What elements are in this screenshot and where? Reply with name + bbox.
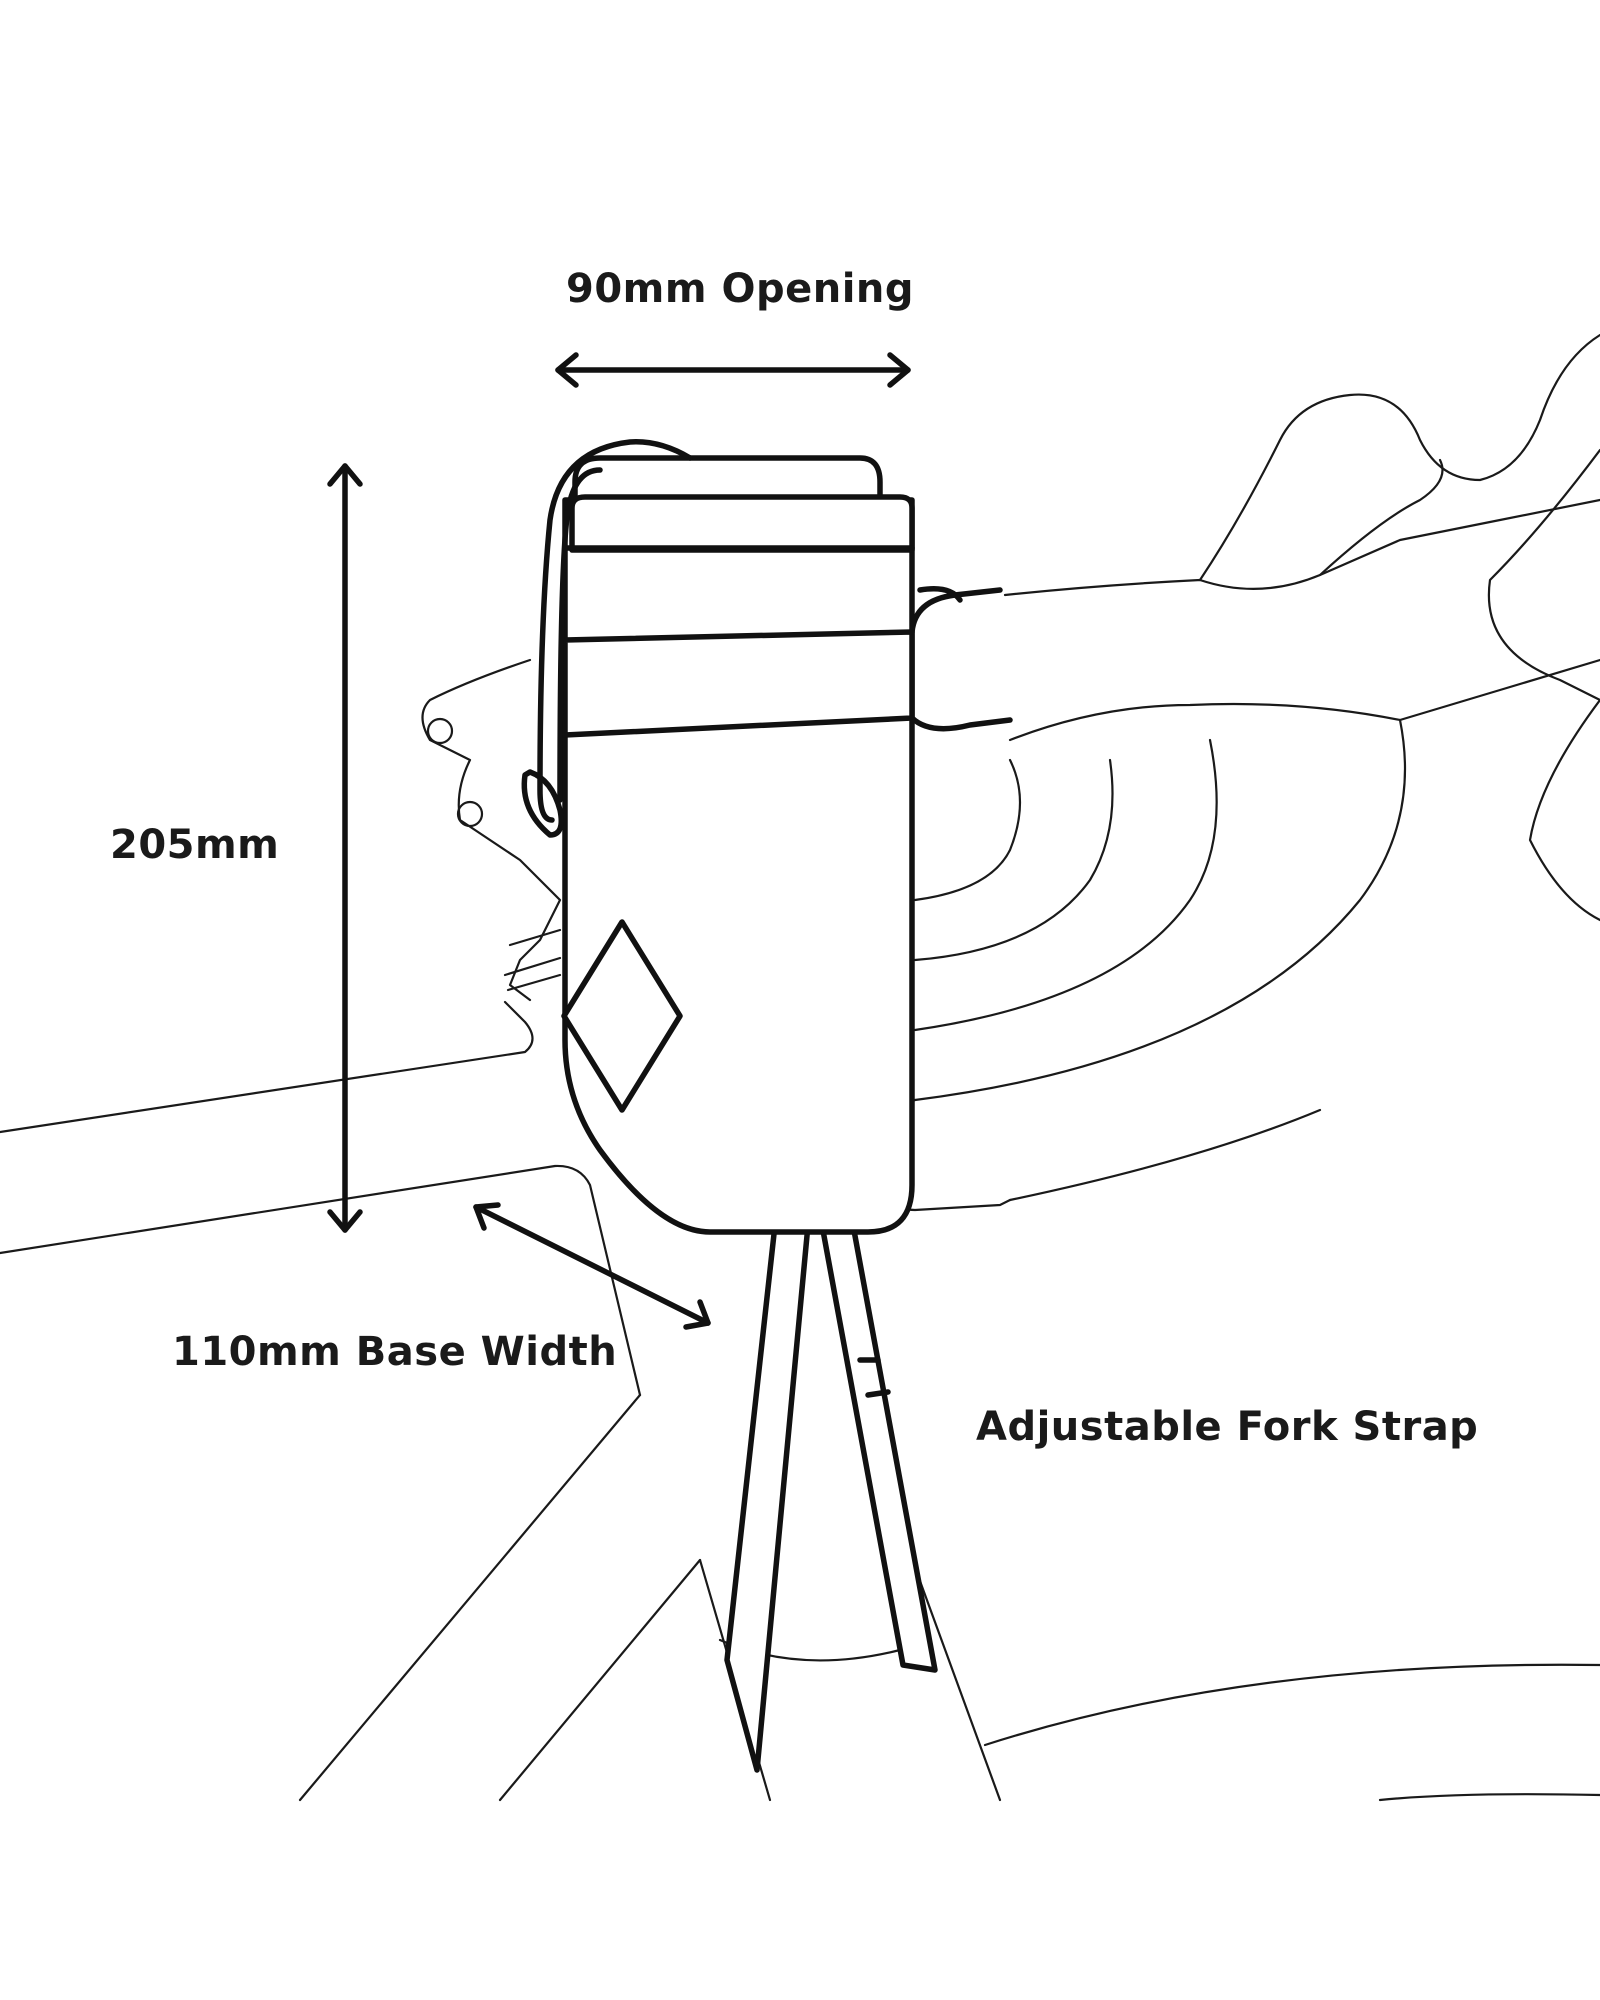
- handlebar: [873, 333, 1600, 1212]
- bag-lid: [572, 455, 883, 505]
- height-arrow: [327, 463, 363, 1233]
- dimension-arrows: [327, 352, 911, 1330]
- opening-label: 90mm Opening: [566, 266, 914, 312]
- bag-strap-band: [562, 629, 915, 738]
- front-wheel-arc-2: [1378, 1793, 1600, 1802]
- bar-bottom: [1008, 658, 1600, 742]
- stem-strap: [909, 587, 1013, 732]
- height-label: 205mm: [110, 822, 279, 868]
- base-width-arrow: [473, 1202, 711, 1330]
- fork-straps: [724, 1222, 938, 1773]
- stem-bag: [521, 439, 1013, 1235]
- top-tube: [0, 1000, 534, 1134]
- fork-strap-left: [724, 1222, 811, 1773]
- opening-width-arrow: [555, 352, 911, 388]
- drawcord-2: [557, 467, 603, 803]
- cord-toggle: [521, 769, 564, 838]
- labels: 90mm Opening 205mm 110mm Base Width Adju…: [110, 266, 1478, 1450]
- fork-strap-right: [819, 1222, 938, 1673]
- stem-bolt-bottom: [456, 800, 484, 828]
- bag-body: [562, 497, 915, 1235]
- lever-right: [1487, 448, 1600, 702]
- headset-spacers: [503, 928, 562, 992]
- stem-headset: [421, 658, 562, 1002]
- shifter-hood-2: [1318, 458, 1444, 577]
- shifter-hood: [1198, 333, 1600, 582]
- base-width-label: 110mm Base Width: [172, 1329, 617, 1375]
- drop-middle: [913, 738, 1218, 1032]
- top-tube-lower: [0, 1164, 642, 1397]
- drop-inner: [913, 758, 1114, 962]
- fork-strap-buckle: [857, 1357, 891, 1398]
- drawcord: [537, 439, 693, 823]
- lever-blade: [1528, 698, 1600, 922]
- front-wheel-arc: [983, 1663, 1600, 1747]
- bag-rim: [569, 494, 915, 553]
- bar-top: [1003, 498, 1600, 597]
- drop-outer: [913, 718, 1407, 1102]
- down-tube-inner: [498, 1558, 702, 1802]
- down-tube: [298, 1393, 642, 1802]
- stem-strap-loop: [917, 586, 963, 603]
- bar-end-cap: [1008, 1108, 1322, 1202]
- stem-bolt-top: [426, 717, 454, 745]
- fork-strap-label: Adjustable Fork Strap: [976, 1404, 1478, 1450]
- drop-innermost: [913, 758, 1022, 902]
- diamond-logo-patch: [561, 919, 683, 1113]
